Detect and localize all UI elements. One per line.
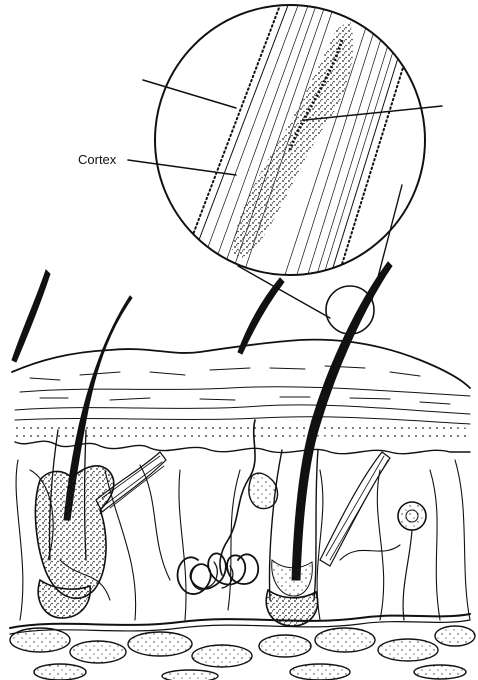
hair-shaft-far-left (12, 270, 50, 362)
cortex-label: Cortex (78, 152, 117, 167)
skin-cross-section (10, 262, 475, 680)
dermal-junction (15, 441, 470, 454)
magnified-hair-inset (155, 0, 425, 290)
leader-line-cortex (128, 160, 236, 175)
sweat-gland-coil (178, 553, 259, 594)
subcutaneous-fat (10, 626, 475, 680)
hair-follicle-right (249, 262, 392, 626)
leader-line-cuticle (143, 80, 236, 108)
sebaceous-gland-left (35, 466, 113, 598)
gland-right (398, 502, 426, 620)
sebaceous-gland-right (249, 473, 278, 509)
sweat-gland (178, 420, 259, 594)
papilla-right (272, 560, 313, 596)
hair-follicle-left (35, 296, 166, 618)
blood-vessel (10, 614, 470, 628)
